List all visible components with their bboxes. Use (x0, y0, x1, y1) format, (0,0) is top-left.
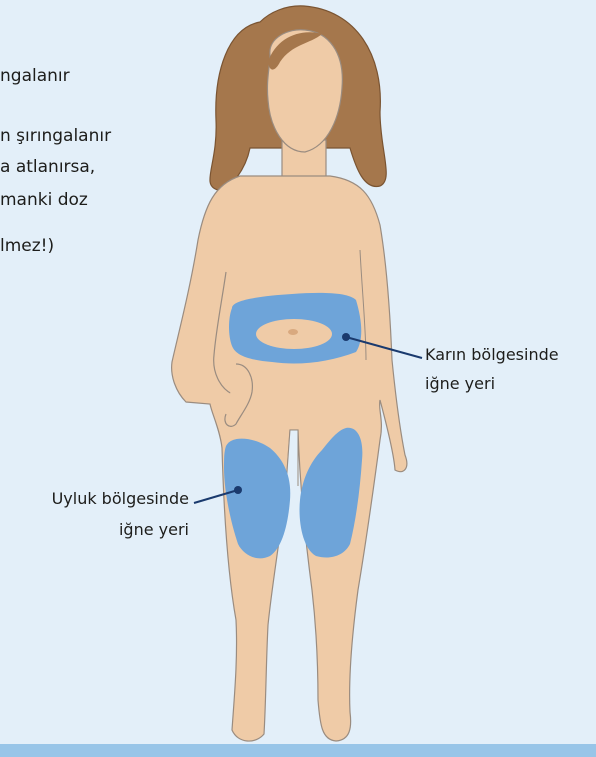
floor-stripe (0, 744, 596, 757)
thigh-label-line-1: Uyluk bölgesinde (52, 488, 189, 509)
thigh-label-line-2: iğne yeri (119, 519, 189, 540)
thigh-leader-dot (234, 486, 242, 494)
abdomen-leader-dot (342, 333, 350, 341)
navel (288, 329, 298, 335)
abdomen-label-line-2: iğne yeri (425, 373, 495, 394)
abdomen-label-line-1: Karın bölgesinde (425, 344, 559, 365)
